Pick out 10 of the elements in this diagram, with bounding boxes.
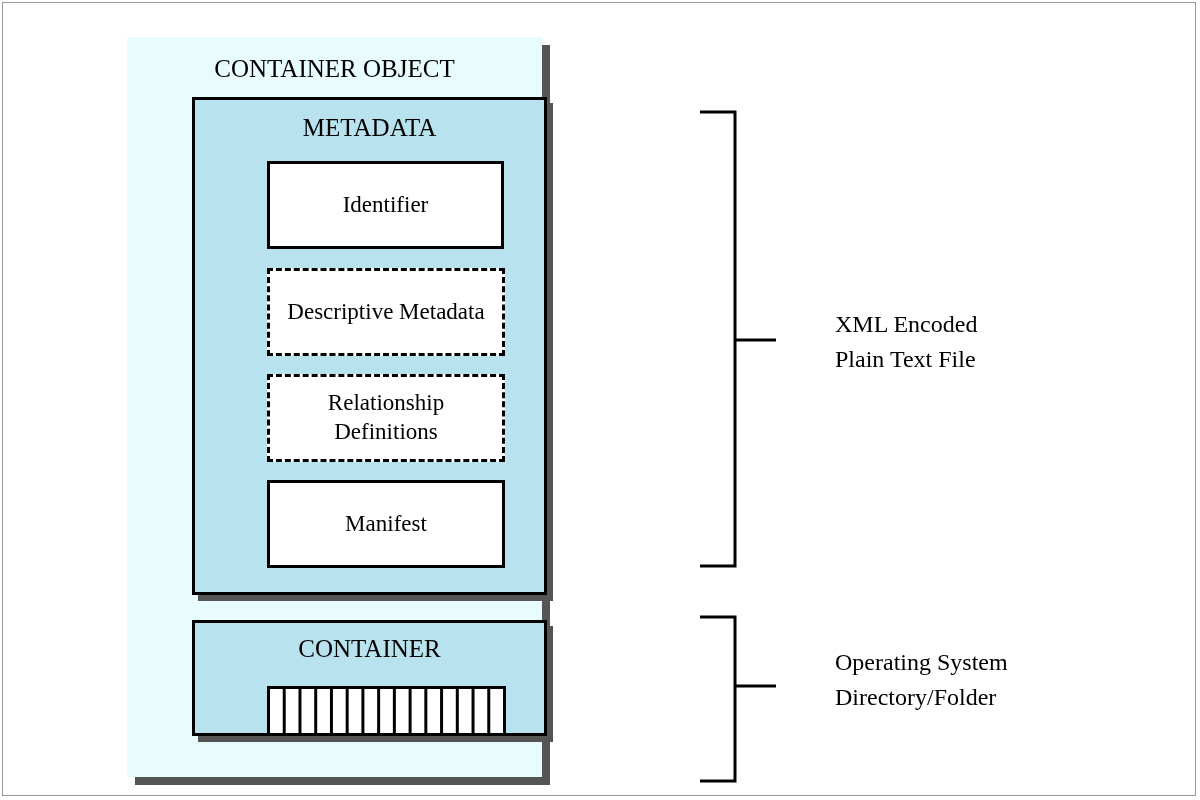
panel-title: METADATA <box>301 114 438 142</box>
bracket-label: Operating System Directory/Folder <box>835 648 1009 712</box>
metadata-item-box: Manifest <box>267 480 505 568</box>
metadata-item-box: Relationship Definitions <box>267 374 505 462</box>
panel-title: CONTAINER OBJECT <box>213 55 456 83</box>
striped-bar <box>267 686 506 736</box>
panel-title: CONTAINER <box>297 635 442 663</box>
metadata-item-box: Descriptive Metadata <box>267 268 505 356</box>
metadata-item-box: Identifier <box>267 161 504 249</box>
bracket-label: XML Encoded Plain Text File <box>835 310 979 374</box>
